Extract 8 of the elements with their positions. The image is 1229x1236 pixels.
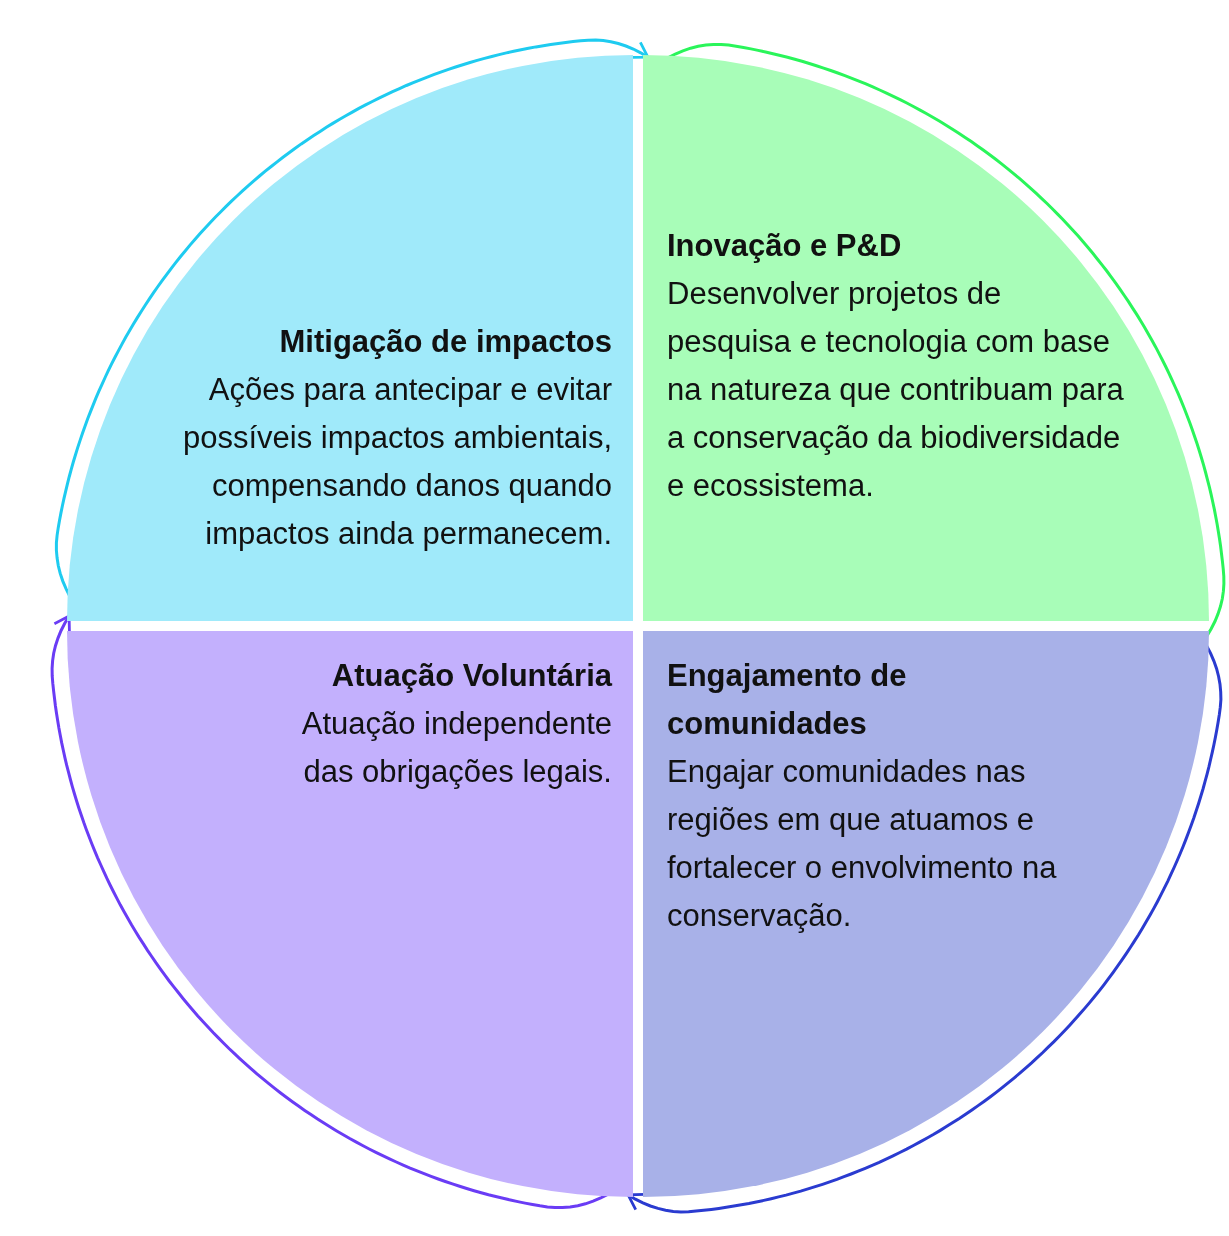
quadrant-description: Engajar comunidades nas regiões em que atuamos e fortalecer o envolvimento na conservação. xyxy=(667,753,1058,935)
quadrant-heading: Mitigação de impactos xyxy=(278,323,612,361)
quadrant-heading: Atuação Voluntária xyxy=(330,657,612,695)
quadrant-description: Atuação independente das obrigações legais. xyxy=(300,705,612,791)
quadrant-heading: Engajamento de comunidades xyxy=(667,657,908,743)
quadrant-description: Ações para antecipar e evitar possíveis impactos ambientais, compensando danos quando impactos ainda permanecem. xyxy=(181,371,612,553)
quadrant-description: Desenvolver projetos de pesquisa e tecnologia com base na natureza que contribuam para a conservação da biodiversidade e ecossistema. xyxy=(667,275,1125,505)
quadrant-heading: Inovação e P&D xyxy=(667,227,903,265)
